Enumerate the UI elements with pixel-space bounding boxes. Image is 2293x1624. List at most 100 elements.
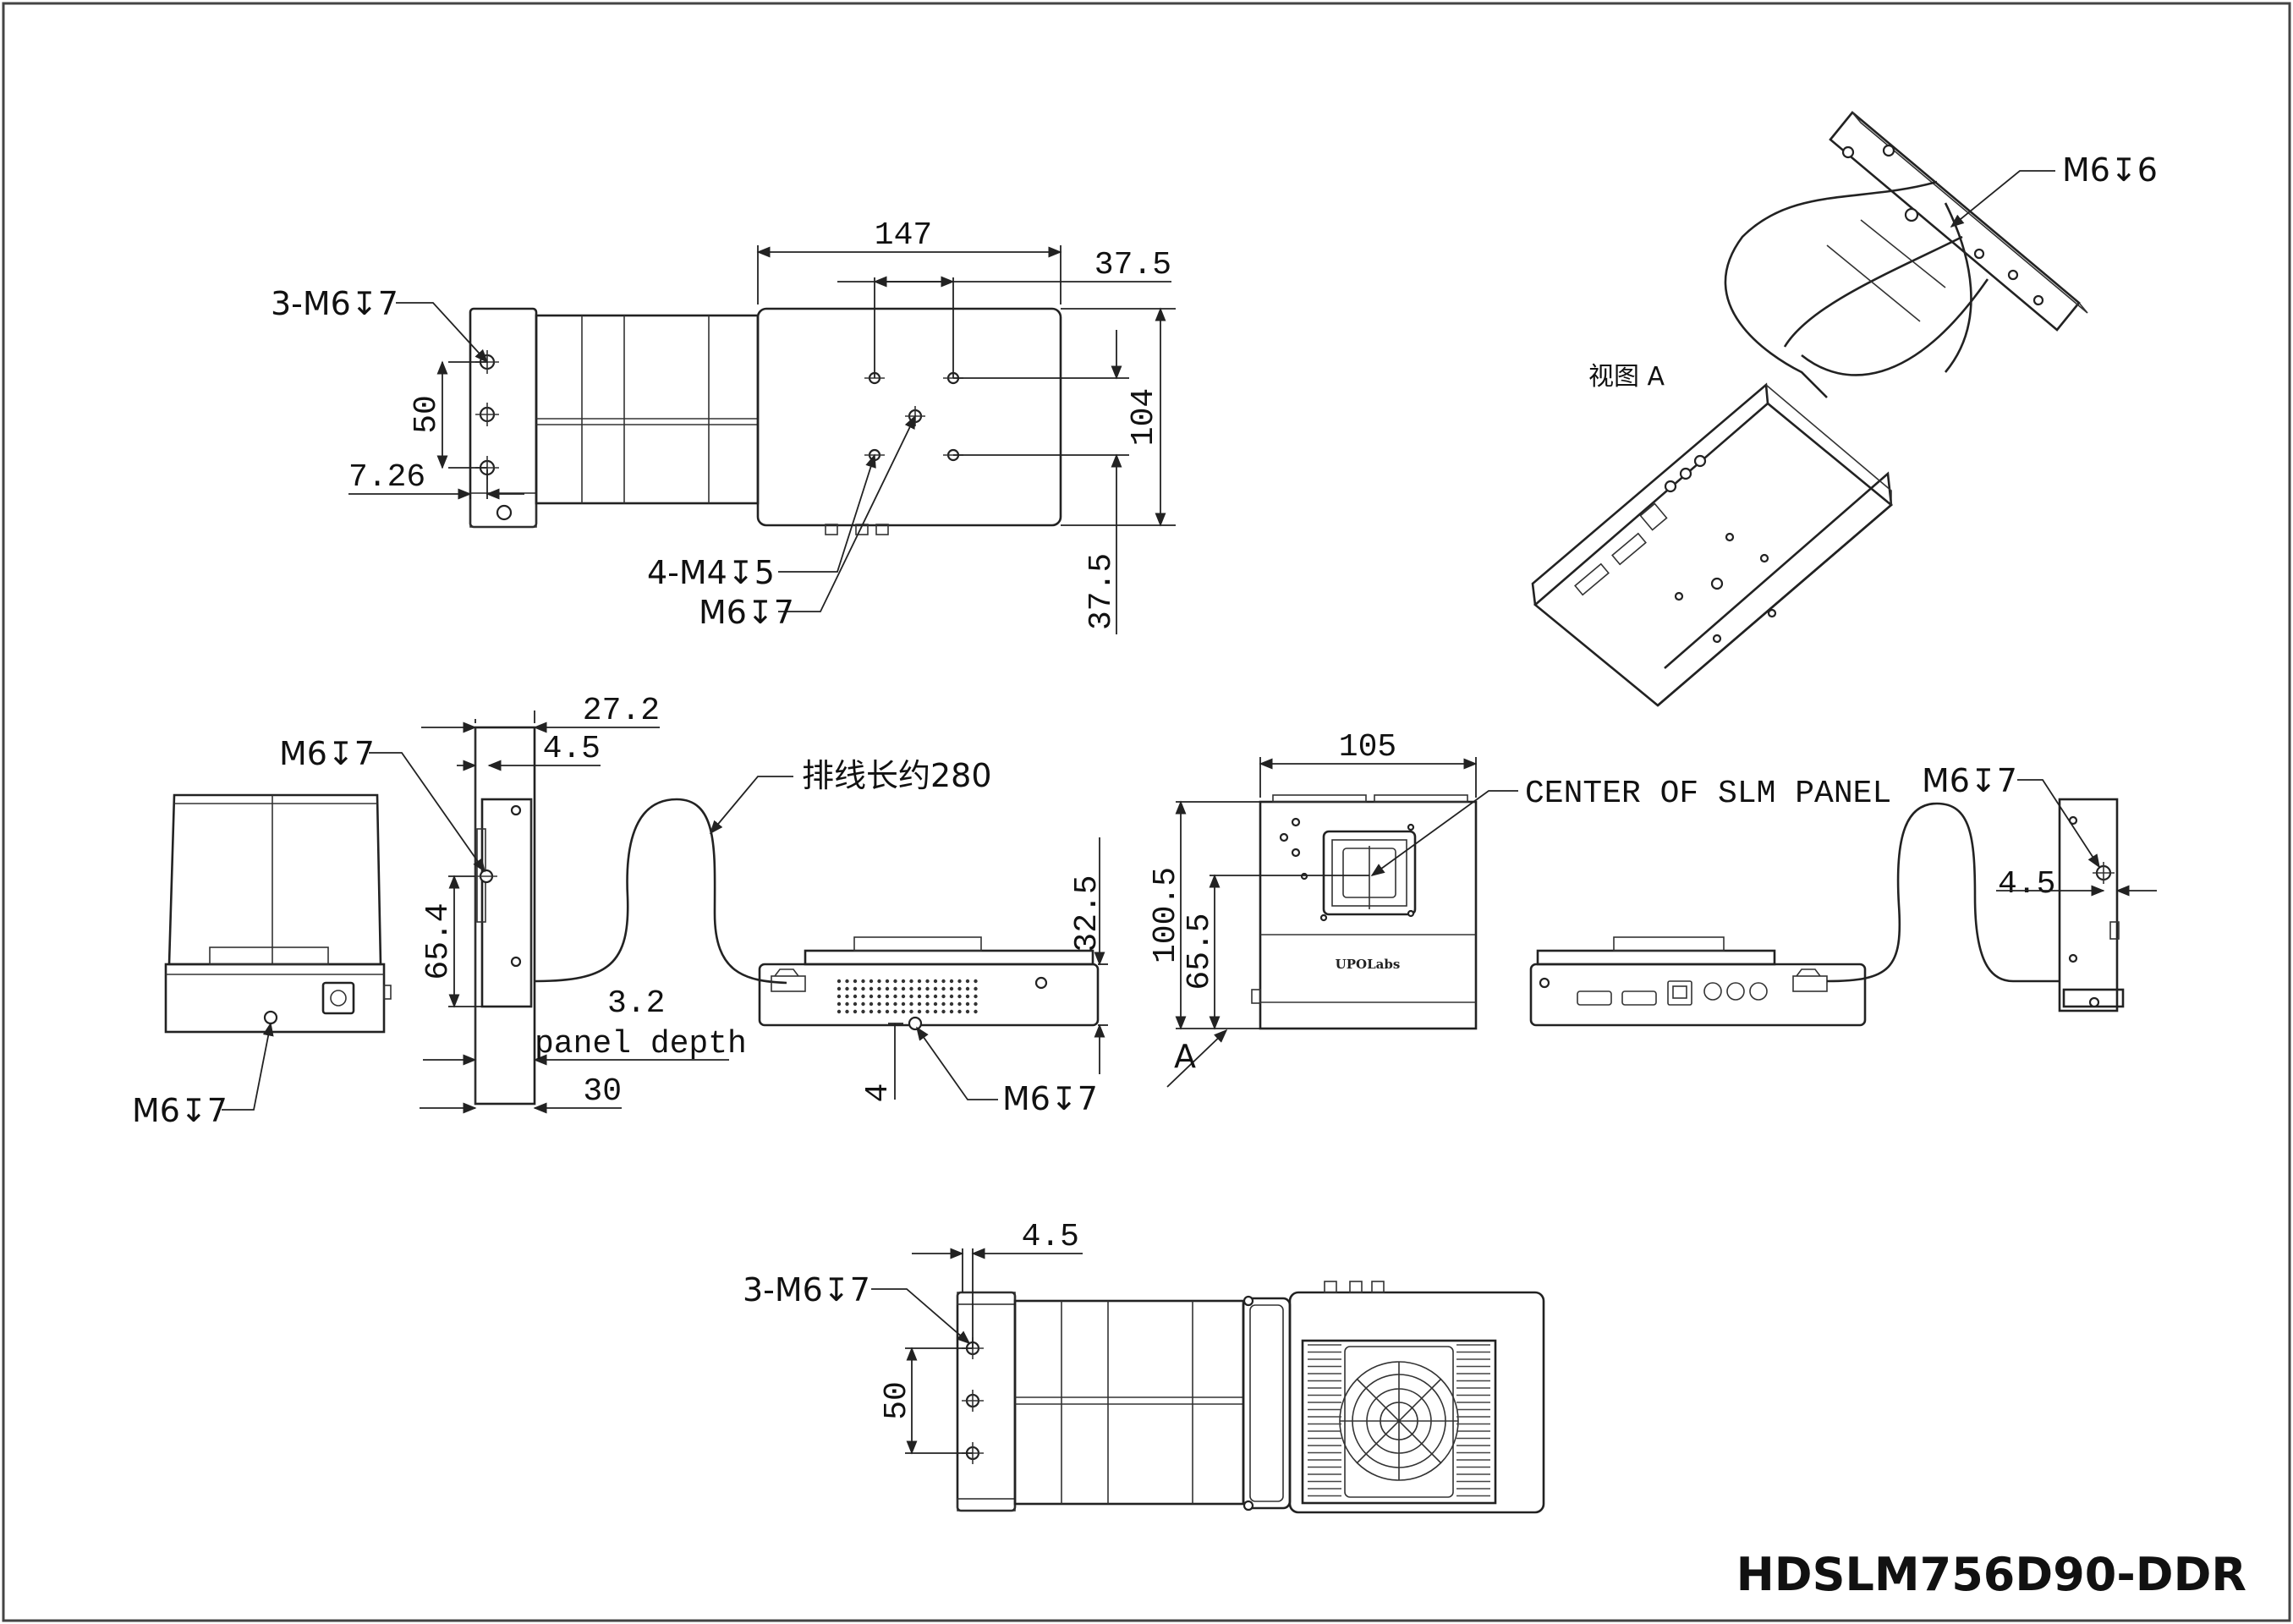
vent-dot xyxy=(974,1001,978,1007)
vent-dot xyxy=(837,994,842,999)
dim-27-2: 27.2 xyxy=(583,693,660,729)
vent-dot xyxy=(869,1001,874,1007)
dim-50-bottom: 50 xyxy=(879,1381,915,1420)
vent-dot xyxy=(909,1009,913,1014)
vent-dot xyxy=(974,986,978,991)
vent-dot xyxy=(901,994,906,999)
vent-dot xyxy=(917,986,922,991)
dim-105: 105 xyxy=(1339,729,1396,765)
vent-dot xyxy=(893,1009,897,1014)
right-view: M6↧7 4.5 xyxy=(1529,762,2157,1027)
dim-104: 104 xyxy=(1126,388,1162,446)
label-m6-right: M6↧7 xyxy=(1922,762,2017,799)
vent-dot xyxy=(861,986,865,991)
bottom-view: 4.5 3-M6↧7 50 xyxy=(743,1219,1545,1514)
vent-dot xyxy=(885,979,890,984)
vent-dot xyxy=(957,986,962,991)
dim-7-26: 7.26 xyxy=(348,459,425,496)
vent-dot xyxy=(941,1009,946,1014)
vent-dot xyxy=(853,979,858,984)
dim-30: 30 xyxy=(583,1073,622,1110)
vent-dot xyxy=(869,986,874,991)
vent-dots xyxy=(837,979,978,1014)
dim-4-5-side: 4.5 xyxy=(543,731,601,767)
cable-length-label: 排线长约280 xyxy=(802,757,992,794)
model-number: HDSLM756D90-DDR xyxy=(1736,1548,2246,1601)
vent-dot xyxy=(949,1009,954,1014)
vent-dot xyxy=(901,1009,906,1014)
vent-dot xyxy=(909,979,913,984)
vent-dot xyxy=(917,1001,922,1007)
vent-dot xyxy=(933,1009,938,1014)
vent-dot xyxy=(949,994,954,999)
dim-65-4: 65.4 xyxy=(420,903,457,979)
vent-dot xyxy=(965,1009,970,1014)
fan-ribs xyxy=(1308,1344,1490,1497)
vent-dot xyxy=(837,979,842,984)
vent-dot xyxy=(957,994,962,999)
label-m6-driver: M6↧7 xyxy=(1002,1080,1098,1117)
vent-dot xyxy=(837,986,842,991)
vent-dot xyxy=(925,1001,930,1007)
vent-dot xyxy=(853,1001,858,1007)
brand-logo: UPOLabs xyxy=(1336,957,1401,972)
vent-dot xyxy=(957,979,962,984)
vent-dot xyxy=(893,994,897,999)
vent-dot xyxy=(877,986,881,991)
front-view: M6↧7 xyxy=(132,793,392,1129)
vent-dot xyxy=(893,1001,897,1007)
vent-dot xyxy=(925,1009,930,1014)
vent-dot xyxy=(909,994,913,999)
vent-dot xyxy=(837,1009,842,1014)
dim-4-5-right: 4.5 xyxy=(1998,866,2055,903)
vent-dot xyxy=(941,986,946,991)
vent-dot xyxy=(893,979,897,984)
vent-dot xyxy=(933,986,938,991)
vent-dot xyxy=(861,1001,865,1007)
label-4-m4: 4-M4↧5 xyxy=(647,554,775,591)
vent-dot xyxy=(877,994,881,999)
vent-dot xyxy=(917,979,922,984)
vent-dot xyxy=(949,1001,954,1007)
vent-dot xyxy=(837,1001,842,1007)
vent-dot xyxy=(949,986,954,991)
side-view: vent 27.2 4.5 65.4 3.2 panel depth 30 M6… xyxy=(279,693,1108,1117)
vent-dot xyxy=(909,1001,913,1007)
vent-dot xyxy=(933,994,938,999)
vent-dot xyxy=(877,1001,881,1007)
view-arrow-a: A xyxy=(1174,1038,1196,1075)
isometric-view-a: 视图 A M6↧6 xyxy=(1531,111,2158,707)
vent-dot xyxy=(845,1009,849,1014)
vent-dot xyxy=(949,979,954,984)
label-m6-front: M6↧7 xyxy=(132,1092,228,1129)
vent-dot xyxy=(853,1009,858,1014)
vent-dot xyxy=(869,979,874,984)
dim-37-5-top: 37.5 xyxy=(1094,247,1171,283)
vent-dot xyxy=(885,1001,890,1007)
vent-dot xyxy=(885,994,890,999)
vent-dot xyxy=(965,994,970,999)
vent-dot xyxy=(965,986,970,991)
vent-dot xyxy=(933,979,938,984)
vent-dot xyxy=(869,994,874,999)
dim-50-top: 50 xyxy=(409,395,445,434)
vent-dot xyxy=(877,979,881,984)
vent-dot xyxy=(974,994,978,999)
vent-dot xyxy=(869,1009,874,1014)
vent-dot xyxy=(853,994,858,999)
label-m6-center-top: M6↧7 xyxy=(699,594,794,631)
dim-147: 147 xyxy=(875,217,932,254)
vent-dot xyxy=(861,1009,865,1014)
panel-depth-label: panel depth xyxy=(535,1026,747,1062)
vent-dot xyxy=(965,1001,970,1007)
vent-dot xyxy=(957,1001,962,1007)
vent-dot xyxy=(965,979,970,984)
dim-37-5-bottom: 37.5 xyxy=(1083,553,1120,630)
dim-4: 4 xyxy=(860,1084,897,1103)
vent-dot xyxy=(901,1001,906,1007)
vent-dot xyxy=(845,986,849,991)
vent-dot xyxy=(974,1009,978,1014)
vent-dot xyxy=(885,1009,890,1014)
